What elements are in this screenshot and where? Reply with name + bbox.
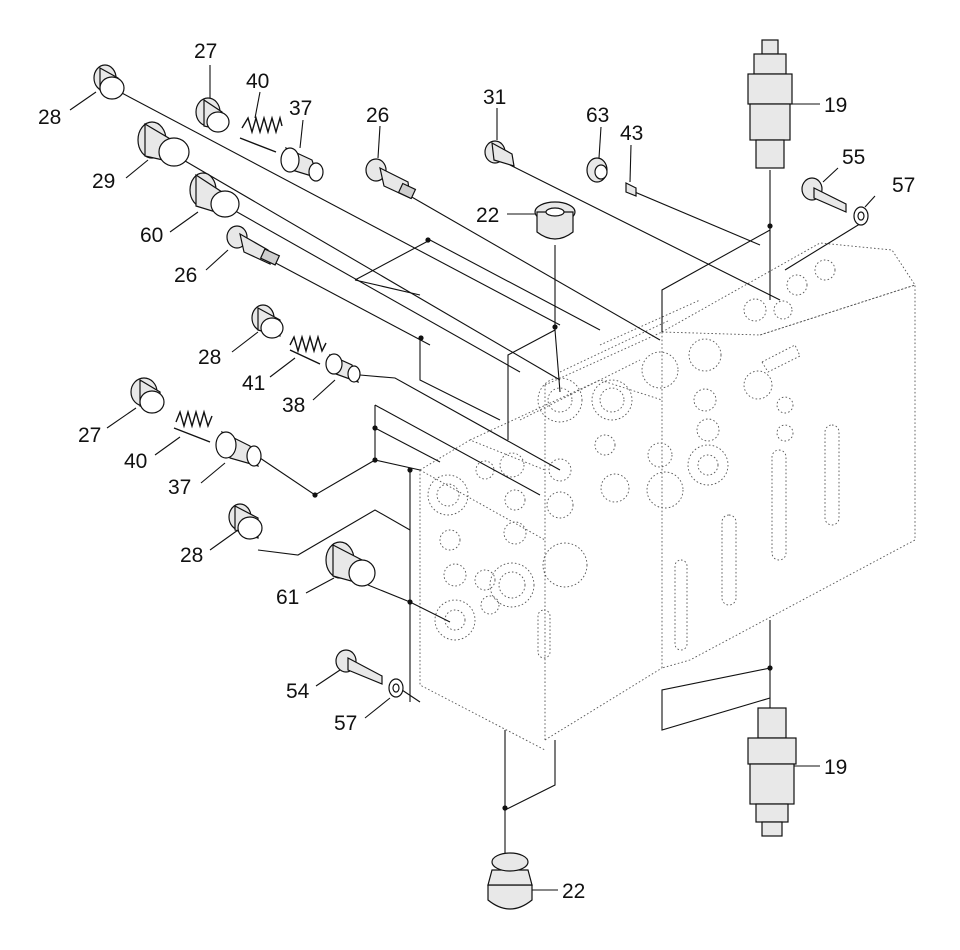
label-40: 40 — [246, 70, 269, 93]
part-38-piston — [325, 353, 361, 383]
label-22: 22 — [476, 204, 499, 227]
label-60: 60 — [140, 224, 163, 247]
label-28: 28 — [38, 106, 61, 129]
part-labels: 28 27 40 37 26 31 63 43 19 29 55 57 22 6… — [38, 40, 915, 903]
label-40: 40 — [124, 450, 147, 473]
part-27-cap-top — [195, 97, 230, 133]
label-19: 19 — [824, 94, 847, 117]
assembly-lines — [119, 91, 864, 855]
valve-body — [419, 242, 916, 751]
label-43: 43 — [620, 122, 643, 145]
label-19: 19 — [824, 756, 847, 779]
part-31-plug — [484, 140, 515, 167]
part-54-bolt — [335, 649, 383, 685]
label-27: 27 — [194, 40, 217, 63]
callout-leaders — [69, 65, 876, 891]
part-60-plug — [189, 172, 240, 218]
part-37-piston-lower — [215, 430, 262, 467]
part-28-plug-lower — [228, 503, 263, 540]
label-61: 61 — [276, 586, 299, 609]
label-31: 31 — [483, 86, 506, 109]
label-63: 63 — [586, 104, 609, 127]
part-40-spring-top — [239, 115, 283, 153]
part-26-poppet-top — [365, 158, 417, 200]
label-57: 57 — [334, 712, 357, 735]
label-26: 26 — [366, 104, 389, 127]
label-28: 28 — [180, 544, 203, 567]
part-26-poppet-lower — [226, 225, 281, 266]
part-41-spring — [289, 334, 327, 365]
label-28: 28 — [198, 346, 221, 369]
label-27: 27 — [78, 424, 101, 447]
label-38: 38 — [282, 394, 305, 417]
part-57-washer-lower — [388, 678, 404, 698]
label-37: 37 — [168, 476, 191, 499]
label-37: 37 — [289, 97, 312, 120]
part-19-relief-valve-top — [747, 39, 793, 169]
label-41: 41 — [242, 372, 265, 395]
part-22-plug-top — [534, 201, 576, 240]
part-63-seal — [586, 157, 608, 183]
part-40-spring-lower — [173, 409, 213, 443]
label-55: 55 — [842, 146, 865, 169]
label-22: 22 — [562, 880, 585, 903]
part-28-plug-top — [93, 64, 125, 100]
part-37-piston-top — [280, 146, 324, 182]
part-28-plug-middle — [251, 304, 284, 339]
part-22-plug-bottom — [487, 852, 533, 910]
part-57-washer-top — [853, 206, 869, 226]
part-27-cap-lower — [130, 377, 165, 414]
part-43-pin — [625, 182, 637, 197]
part-29-plug — [137, 121, 190, 167]
part-55-bolt — [801, 177, 847, 213]
label-54: 54 — [286, 680, 310, 703]
label-29: 29 — [92, 170, 115, 193]
label-57: 57 — [892, 174, 915, 197]
part-61-plug — [325, 541, 376, 587]
part-19-relief-valve-bottom — [747, 707, 797, 837]
label-26: 26 — [174, 264, 197, 287]
